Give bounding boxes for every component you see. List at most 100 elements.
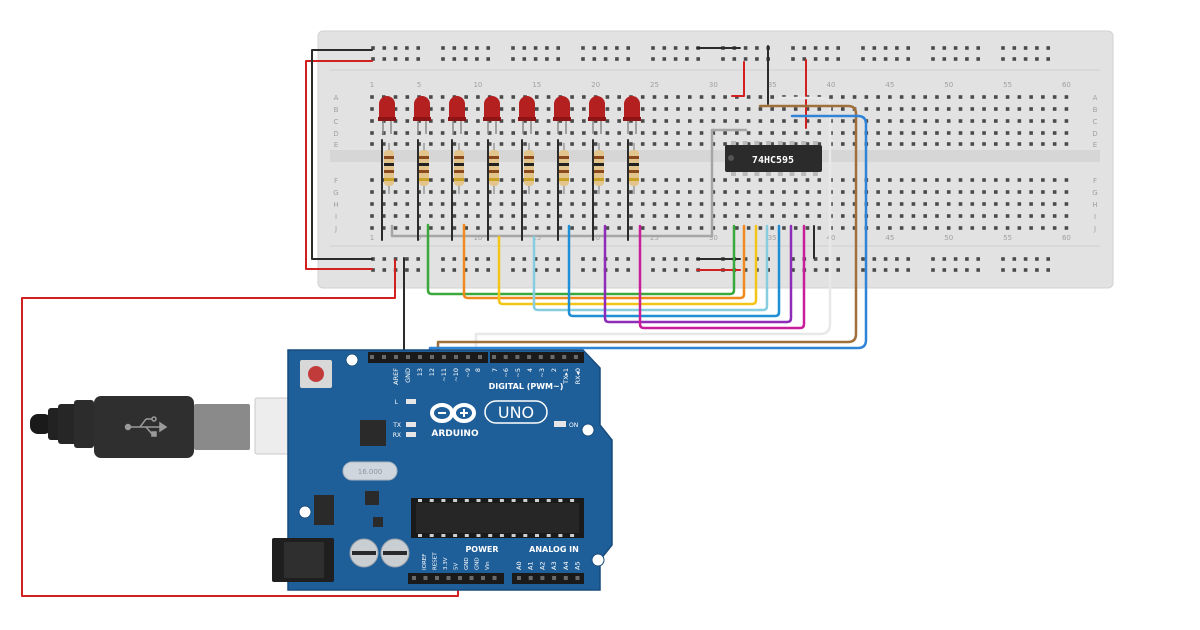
breadboard-hole <box>923 131 927 135</box>
breadboard-hole <box>841 95 845 99</box>
breadboard-hole <box>994 178 998 182</box>
small-chip <box>365 491 379 505</box>
resistor-band <box>384 178 394 181</box>
power-header-label: POWER <box>465 545 498 554</box>
breadboard-hole <box>486 46 490 50</box>
breadboard-hole <box>805 226 810 230</box>
row-label: D <box>333 130 338 138</box>
breadboard-hole <box>440 226 445 230</box>
breadboard-hole <box>673 46 678 50</box>
svg-text:L: L <box>395 399 399 406</box>
breadboard-hole <box>617 178 621 182</box>
chip-pin <box>812 172 818 176</box>
breadboard-hole <box>861 57 865 61</box>
breadboard-hole <box>982 142 986 146</box>
breadboard-hole <box>687 226 692 230</box>
breadboard-hole <box>805 202 810 206</box>
breadboard-hole <box>911 131 916 135</box>
breadboard-hole <box>770 95 774 99</box>
breadboard-hole <box>1041 131 1045 135</box>
header-hole <box>528 576 533 580</box>
wire-red-5v <box>21 259 459 597</box>
header-hole <box>562 355 567 359</box>
header-hole <box>382 355 386 359</box>
breadboard-hole <box>958 142 963 146</box>
breadboard-hole <box>935 142 939 146</box>
breadboard-hole <box>946 107 951 111</box>
breadboard-hole <box>1064 119 1069 123</box>
breadboard-hole <box>545 268 549 272</box>
breadboard-hole <box>1017 142 1022 146</box>
breadboard-hole <box>370 190 374 194</box>
breadboard-hole <box>911 95 916 99</box>
atmega-pin <box>476 534 481 537</box>
breadboard-hole <box>534 107 539 111</box>
breadboard-hole <box>942 257 947 261</box>
header-hole <box>423 576 428 580</box>
usb-icon <box>124 416 168 437</box>
breadboard-hole <box>735 107 739 111</box>
breadboard-hole <box>876 142 880 146</box>
breadboard-hole <box>370 214 374 218</box>
breadboard-hole <box>746 190 751 194</box>
atmega-pins <box>418 499 575 537</box>
led-rim <box>553 117 571 121</box>
breadboard-hole <box>640 226 645 230</box>
resistor <box>559 143 569 194</box>
breadboard-hole <box>511 142 516 146</box>
column-label: 45 <box>885 81 894 89</box>
breadboard-hole <box>417 202 421 206</box>
breadboard-hole <box>452 268 457 272</box>
led-rim <box>378 117 396 121</box>
breadboard-hole <box>699 202 704 206</box>
breadboard-hole <box>440 107 445 111</box>
breadboard-hole <box>1029 202 1033 206</box>
breadboard-hole <box>994 119 998 123</box>
breadboard-hole <box>711 202 716 206</box>
breadboard-hole <box>511 268 515 272</box>
breadboard-hole <box>1012 268 1017 272</box>
breadboard-hole <box>673 57 678 61</box>
breadboard-hole <box>758 131 763 135</box>
usb-controller-chip <box>360 420 386 446</box>
breadboard-hole <box>687 119 692 123</box>
breadboard-hole <box>805 107 810 111</box>
header-hole <box>527 355 532 359</box>
breadboard-hole <box>758 214 763 218</box>
breadboard-hole <box>416 268 420 272</box>
header-hole <box>552 576 557 580</box>
breadboard-hole <box>441 268 445 272</box>
breadboard-hole <box>1005 107 1010 111</box>
breadboard-hole <box>487 190 492 194</box>
breadboard-hole <box>946 119 951 123</box>
breadboard-hole <box>711 131 716 135</box>
led <box>518 96 536 134</box>
shift-register-chip[interactable]: 74HC595 <box>725 141 822 176</box>
breadboard-hole <box>793 190 798 194</box>
breadboard-hole <box>664 131 669 135</box>
breadboard-hole <box>743 268 748 272</box>
breadboard-hole <box>805 142 810 146</box>
resistor-band <box>419 156 429 159</box>
breadboard-hole <box>499 202 504 206</box>
power-pin-label: 3.3V <box>443 557 449 570</box>
breadboard-hole <box>546 142 551 146</box>
breadboard-hole <box>805 178 810 182</box>
header-hole <box>418 355 422 359</box>
digital-pin-label: ~5 <box>514 368 522 378</box>
breadboard-hole <box>942 57 947 61</box>
breadboard-hole <box>735 214 739 218</box>
resistor-band <box>419 163 429 166</box>
breadboard-hole <box>852 202 857 206</box>
breadboard-hole <box>1052 107 1057 111</box>
breadboard-hole <box>935 226 939 230</box>
breadboard-hole <box>405 190 410 194</box>
breadboard-hole <box>829 95 833 99</box>
breadboard-hole <box>746 142 751 146</box>
resistor-band <box>454 163 464 166</box>
atmega-pin <box>558 534 563 537</box>
breadboard-hole <box>629 214 633 218</box>
column-label: 5 <box>417 234 421 242</box>
